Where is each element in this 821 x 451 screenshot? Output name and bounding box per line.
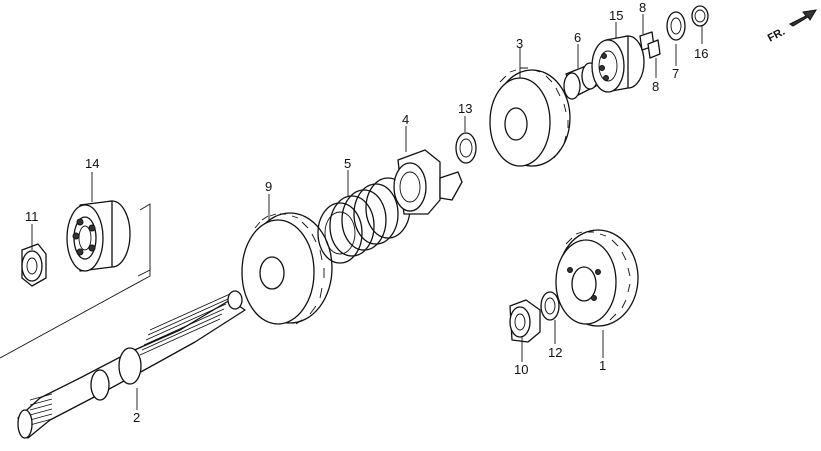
arrow-forward-icon: [789, 9, 817, 27]
part-11-nut: [21, 243, 47, 287]
label-part-11: 11: [25, 209, 39, 224]
label-part-1: 1: [599, 358, 606, 373]
label-part-16: 16: [694, 46, 708, 61]
label-part-9: 9: [265, 179, 272, 194]
part-9-gear: [241, 212, 333, 325]
label-part-15: 15: [609, 8, 623, 23]
label-part-3: 3: [516, 36, 523, 51]
label-part-12: 12: [548, 345, 562, 360]
label-part-4: 4: [402, 112, 409, 127]
label-part-8-top: 8: [639, 0, 646, 15]
label-part-7: 7: [672, 66, 679, 81]
part-14-bearing: [66, 200, 131, 272]
label-part-14: 14: [85, 156, 99, 171]
part-12-washer: [540, 291, 560, 321]
fr-label: FR.: [766, 26, 787, 45]
part-10-nut: [509, 299, 541, 343]
fr-direction-indicator: FR.: [766, 9, 817, 45]
label-part-6: 6: [574, 30, 581, 45]
label-part-13: 13: [458, 101, 472, 116]
part-1-gear: [555, 229, 639, 327]
part-2-shaft: [0, 203, 246, 439]
part-4-collar: [393, 149, 463, 215]
part-8-cotters: [639, 31, 661, 59]
part-3-gear: [489, 67, 571, 167]
part-labels: 1 2 3 4 5 6 7 8 8 9 10 11 12 13 14 15 16: [25, 0, 708, 425]
label-part-2: 2: [133, 410, 140, 425]
label-part-5: 5: [344, 156, 351, 171]
part-16-circlip: [691, 5, 709, 27]
leader-lines: [31, 14, 703, 410]
part-7-washer: [666, 11, 686, 41]
part-13-washer: [455, 132, 477, 164]
label-part-8-bottom: 8: [652, 79, 659, 94]
label-part-10: 10: [514, 362, 528, 377]
part-15-bearing: [591, 35, 645, 93]
